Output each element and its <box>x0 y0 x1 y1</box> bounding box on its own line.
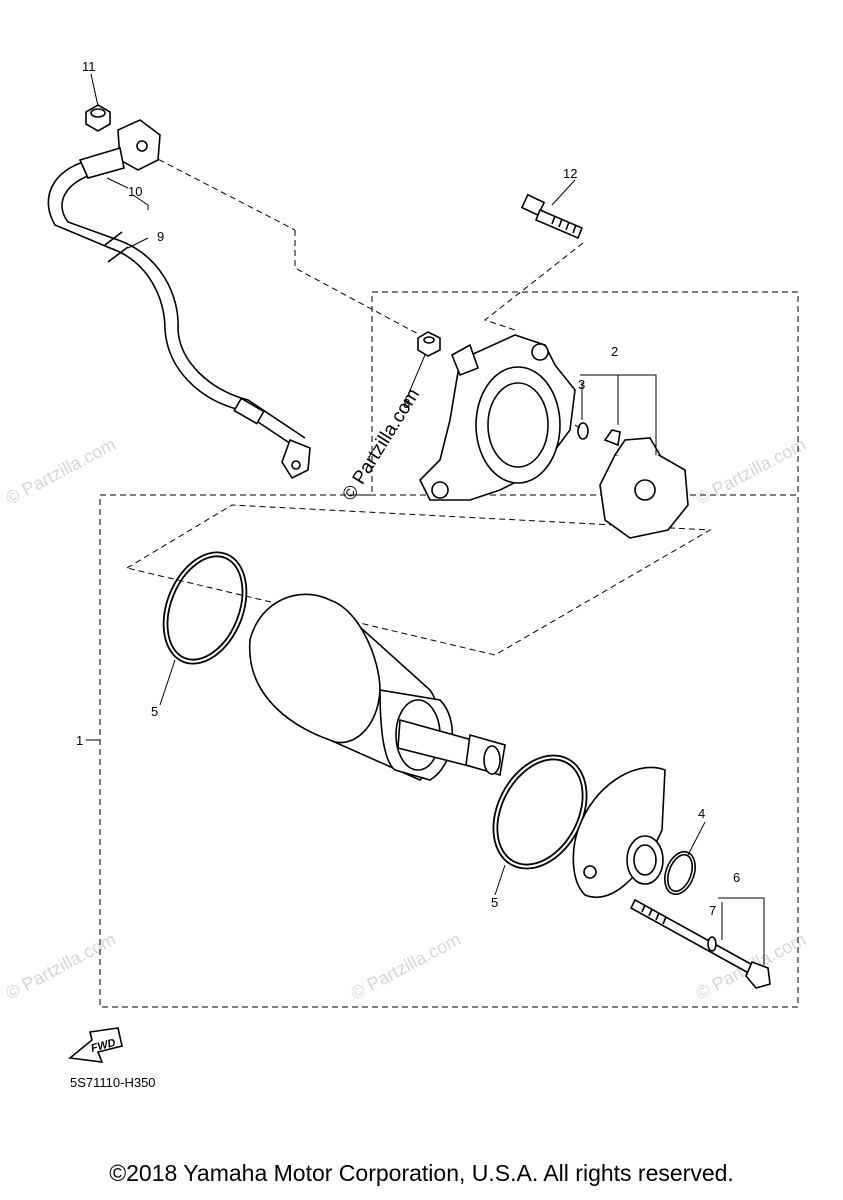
callout-labels: 11 10 9 12 8 2 3 1 5 5 4 6 7 <box>76 59 740 918</box>
callout-12: 12 <box>563 166 577 181</box>
part-5-o-ring-upper <box>162 551 248 665</box>
watermark-tile: © Partzilla.com <box>692 434 808 509</box>
fwd-arrow-icon: FWD <box>68 1027 123 1063</box>
watermark-tile: © Partzilla.com <box>2 929 118 1004</box>
watermark-main: © Partzilla.com <box>338 385 424 505</box>
callout-5-lower: 5 <box>491 895 498 910</box>
part-4-o-ring <box>664 850 696 896</box>
watermark-tile: © Partzilla.com <box>347 929 463 1004</box>
projection-plane <box>126 504 712 656</box>
callout-2: 2 <box>611 344 618 359</box>
callout-6: 6 <box>733 870 740 885</box>
armature-shaft <box>397 718 506 777</box>
copyright-notice: ©2018 Yamaha Motor Corporation, U.S.A. A… <box>109 1160 734 1186</box>
part-12-bolt <box>520 193 584 240</box>
diagram-code: 5S71110-H350 <box>70 1075 156 1090</box>
cable-end-terminal <box>233 397 311 480</box>
callout-9: 9 <box>157 229 164 244</box>
callout-7: 7 <box>709 903 716 918</box>
callout-3: 3 <box>578 377 585 392</box>
leader-dash-8 <box>294 230 421 336</box>
leader-dash-10-8 <box>149 154 296 231</box>
part-11-nut <box>85 104 111 132</box>
housing-frame <box>355 291 799 496</box>
part-10-terminal <box>78 119 161 179</box>
callout-11: 11 <box>82 59 96 74</box>
part-8-nut <box>417 331 441 357</box>
assembly-frame-1 <box>99 494 799 1008</box>
part-3-o-ring <box>577 422 589 440</box>
part-9-cable <box>47 159 306 451</box>
callout-1: 1 <box>76 733 83 748</box>
callout-8: 8 <box>403 396 410 411</box>
leader-lines <box>86 73 765 965</box>
part-6-bolt <box>629 898 771 989</box>
part-2-brush-holder <box>599 429 689 539</box>
watermark-tile: © Partzilla.com <box>2 434 118 509</box>
callout-10: 10 <box>128 184 142 199</box>
callout-4: 4 <box>698 806 705 821</box>
callout-5-upper: 5 <box>151 704 158 719</box>
starter-housing <box>419 334 576 501</box>
leader-dash-12 <box>483 242 584 331</box>
rear-cover <box>572 766 666 898</box>
part-7-washer <box>707 936 717 952</box>
